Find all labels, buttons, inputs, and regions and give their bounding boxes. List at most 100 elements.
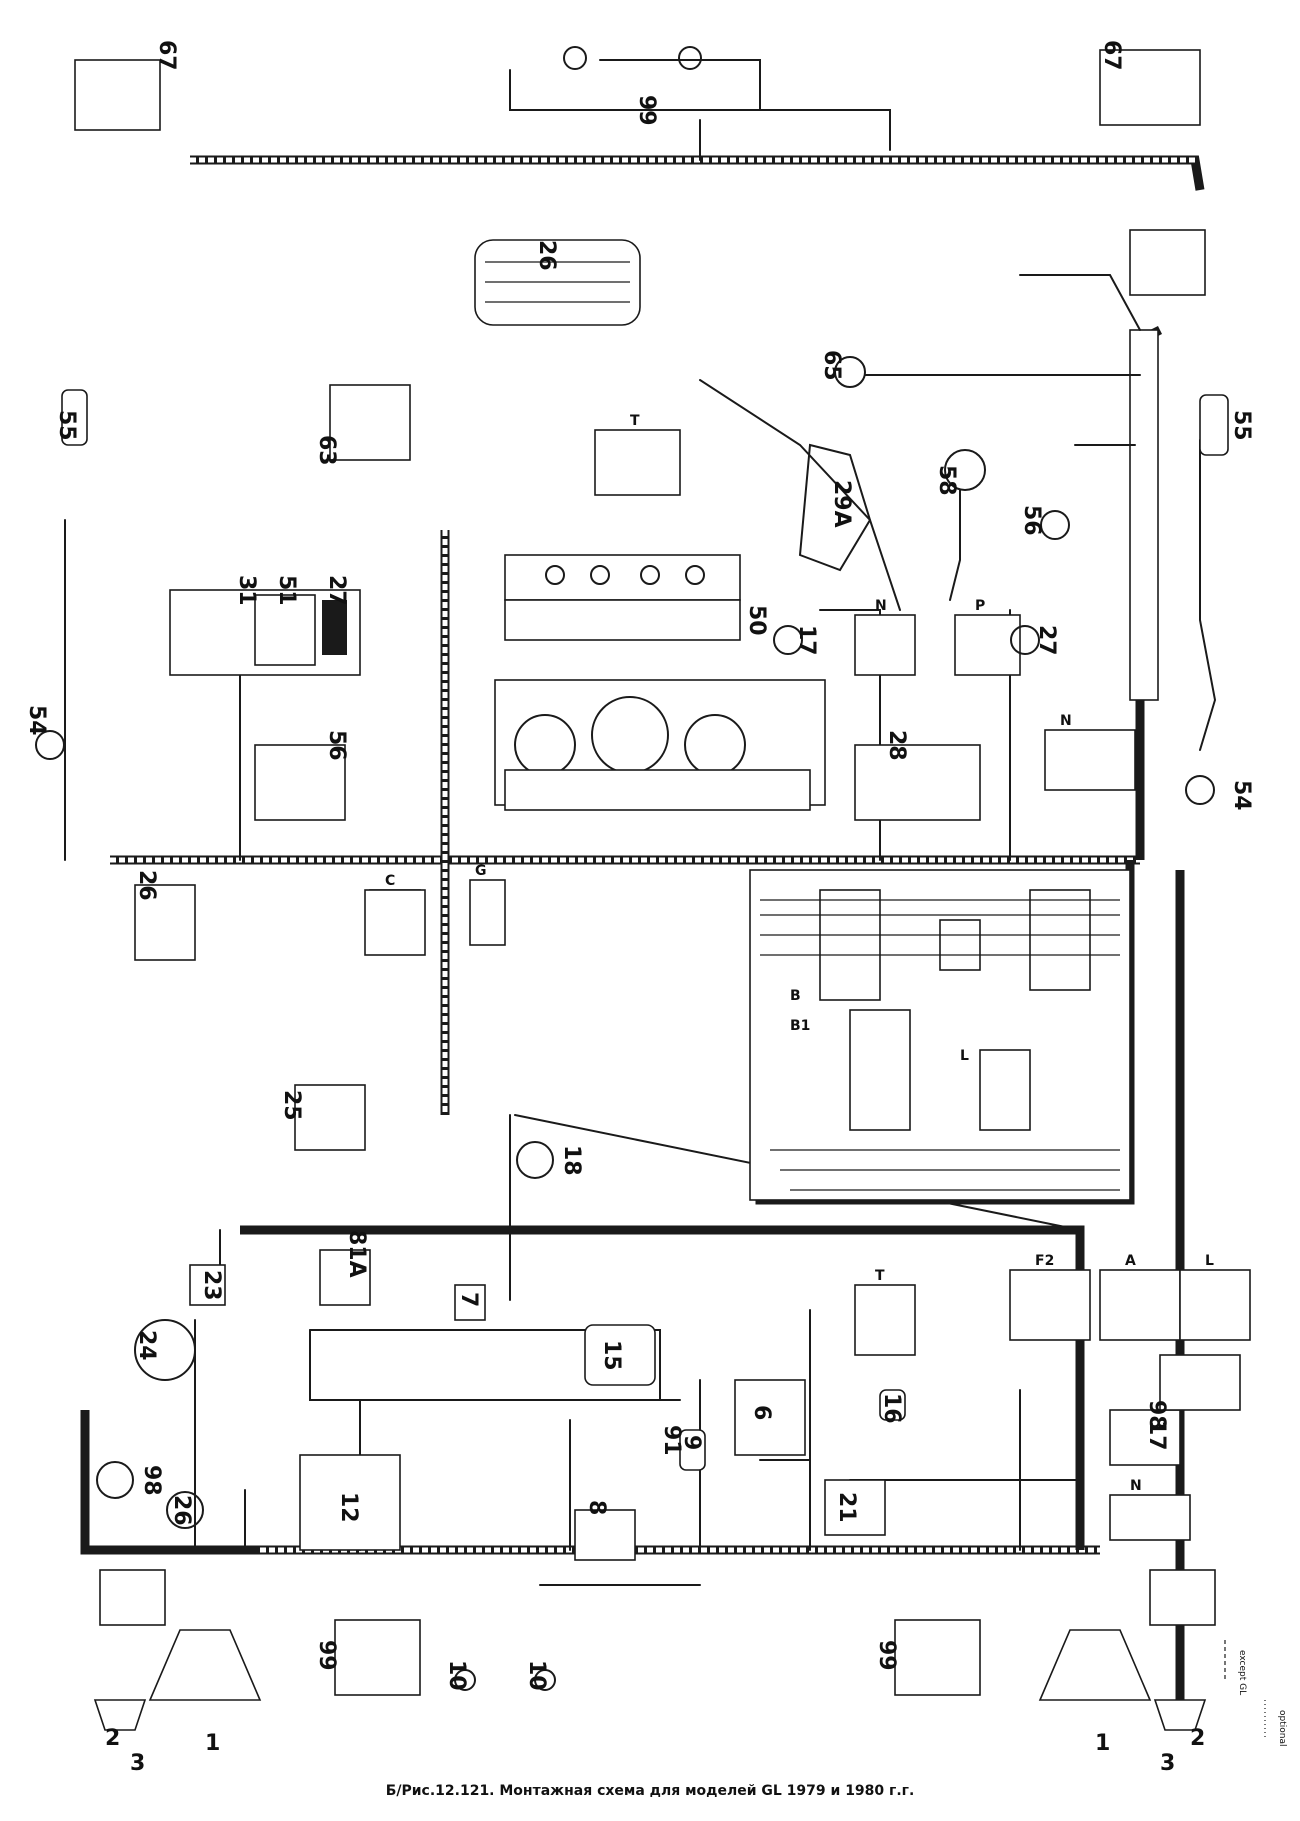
label-99-left: 99 [314,1640,339,1671]
label-8: 8 [584,1500,609,1515]
connector-12 [1129,229,1206,296]
label-12: 12 [336,1492,361,1523]
label-54-right: 55 [1229,410,1254,441]
component-17-switch [773,625,803,655]
label-25: 26 [169,1495,194,1526]
component-54-lamp [61,389,1229,456]
label-13: 15 [599,1340,624,1371]
component-29A-lamp [474,239,641,326]
label-32: 29A [829,480,854,528]
component-13-starter [584,1324,656,1386]
component-98-horn [96,1461,134,1499]
component-81-connector [319,1249,371,1306]
label-29: 28 [884,730,909,761]
legend-except: except GL [1237,1650,1247,1695]
connector-D [1009,1269,1091,1341]
headlamp-left [93,1629,262,1731]
label-51: 51 [274,575,299,606]
label-2-left: 2 [105,1726,120,1751]
conn-label-A: A [1125,1253,1136,1269]
label-16: 17 [1144,1420,1169,1451]
component-32-switch [798,443,872,572]
label-67-left: 67 [154,40,179,71]
headlamp-right [1038,1629,1207,1731]
label-99-right: 99 [874,1640,899,1671]
component-26-relay [134,884,196,961]
label-53-left: 54 [24,705,49,736]
legend-optional: optional [1277,1710,1287,1746]
warning-lamp-panel [504,554,741,641]
label-2-right: 2 [1190,1726,1205,1751]
component-22-coil [189,1264,226,1306]
component-63-relay [329,384,411,461]
connector-F [1179,1269,1251,1341]
label-65: 65 [819,350,844,381]
component-7-switch [454,1284,486,1321]
connector-L [854,614,916,676]
component-58-sender [944,449,986,491]
connector-right-lamp [1149,1569,1216,1626]
component-99-left [334,1619,421,1696]
conn-label-G: N [1060,713,1072,729]
label-66: 99 [634,95,659,126]
conn-label-T: T [630,413,640,429]
label-1-left: 1 [205,1731,220,1756]
connector-N [954,614,1021,676]
component-35-51-27-module [169,589,361,676]
label-1-right: 1 [1095,1731,1110,1756]
component-65-sender [834,356,866,388]
figure-caption: Б/Рис.12.121. Монтажная схема для моделе… [385,1783,915,1799]
label-9: 9 [679,1435,704,1450]
connector-G [1044,729,1136,791]
component-15-lamp [879,1389,906,1421]
component-8-fan [539,1509,701,1586]
component-28-switch [1010,625,1040,655]
label-3-right: 3 [1160,1751,1175,1776]
label-24: 25 [279,1090,304,1121]
label-6: 6 [749,1405,774,1420]
label-3-left: 3 [130,1751,145,1776]
label-58: 58 [934,465,959,496]
component-66-motor: 99 [563,46,702,126]
component-9-sender [679,1429,706,1471]
conn-label-F2: N [1130,1478,1142,1494]
label-55: 56 [1019,505,1044,536]
label-17: 17 [794,625,819,656]
label-26: 26 [134,870,159,901]
component-6-regulator [734,1379,806,1456]
legend: except GL optional [1224,1640,1287,1746]
instrument-cluster [494,679,826,811]
label-27: 27 [324,575,349,606]
label-81: 81A [344,1230,369,1278]
fuse-relay-block [749,869,1131,1201]
component-25-horn [166,1491,204,1529]
connector-29-block [854,744,981,821]
component-labels: 67 67 26 65 63 29A 58 56 55 55 54 54 17 … [24,40,1254,1776]
connector-F2 [1109,1494,1191,1541]
component-12-alternator [299,1454,401,1551]
connector-P [854,1284,916,1356]
conn-label-B1: B1 [790,1018,810,1034]
conn-label-N: P [975,598,985,614]
label-10-right: 10 [524,1660,549,1691]
component-23-distributor [134,1319,196,1381]
connector-labels: F2 A L T T N P N B B1 L N G C [385,413,1214,1494]
label-53-right: 54 [1229,780,1254,811]
wiring-diagram: 99 [24,40,1287,1776]
connector-left-lamp [99,1569,166,1626]
label-29A: 26 [534,240,559,271]
label-23: 24 [134,1330,159,1361]
label-81A: 91 [659,1425,684,1456]
conn-label-D: F2 [1035,1253,1054,1269]
conn-label-F1: L [960,1048,969,1064]
label-50: 50 [744,605,769,636]
connector-E [469,879,506,946]
conn-label-L: N [875,598,887,614]
component-91-switch [1159,1354,1241,1411]
connector-T [594,429,681,496]
label-91: 98 [1144,1400,1169,1431]
label-35: 31 [234,575,259,606]
label-67-right: 67 [1099,40,1124,71]
conn-label-B: B [790,988,801,1004]
label-10-left: 10 [444,1660,469,1691]
